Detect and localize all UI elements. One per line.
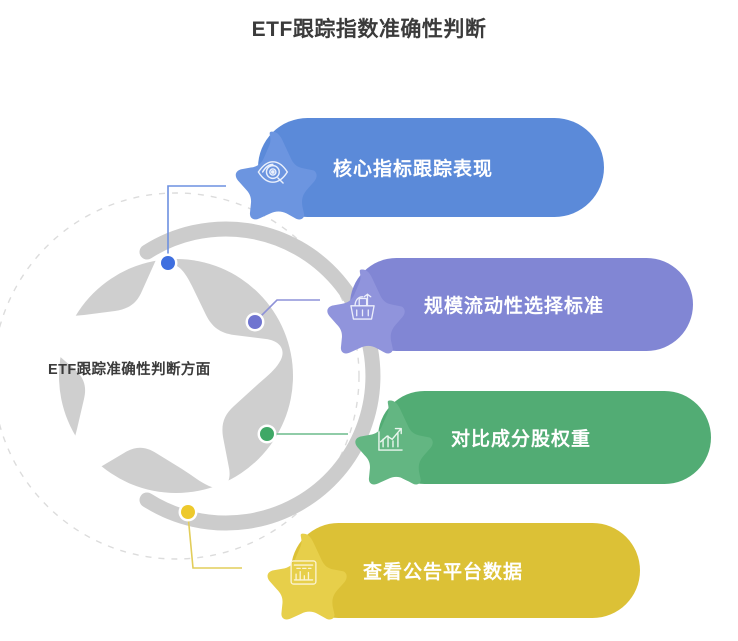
center-label: ETF跟踪准确性判断方面 (48, 362, 211, 378)
branch-badge-3 (346, 397, 434, 485)
branch-pill-3[interactable]: 对比成分股权重 (378, 391, 711, 484)
star-shape-3 (355, 400, 433, 485)
branch-pill-2[interactable]: 规模流动性选择标准 (350, 258, 693, 351)
node-dot-2[interactable] (245, 312, 265, 332)
branch-pill-4[interactable]: 查看公告平台数据 (291, 523, 640, 618)
dashed-orbit-ring (0, 192, 360, 560)
connector-line-2 (254, 299, 320, 323)
branch-badge-4 (258, 530, 348, 620)
bar-chart-growth-icon (374, 422, 407, 460)
branch-label-3: 对比成分股权重 (451, 429, 592, 450)
star-shape-4 (267, 533, 347, 620)
shopping-basket-icon (346, 291, 379, 329)
branch-label-1: 核心指标跟踪表现 (333, 159, 494, 180)
branch-label-4: 查看公告平台数据 (363, 562, 524, 583)
star-shape-2 (327, 269, 405, 354)
node-dot-1[interactable] (158, 253, 178, 273)
progress-arc (139, 221, 381, 531)
node-dot-4[interactable] (178, 502, 198, 522)
node-dot-3[interactable] (257, 424, 277, 444)
branch-badge-2 (318, 266, 406, 354)
connector-line-1 (167, 185, 226, 263)
star-shape-1 (235, 131, 317, 220)
report-document-icon (287, 556, 320, 594)
branch-pill-1[interactable]: 核心指标跟踪表现 (258, 118, 604, 217)
branch-badge-1 (226, 128, 318, 220)
eye-icon (255, 155, 289, 194)
branch-label-2: 规模流动性选择标准 (424, 296, 605, 317)
center-disc (59, 259, 293, 493)
connector-line-4 (187, 514, 242, 569)
page-title: ETF跟踪指数准确性判断 (251, 18, 487, 41)
